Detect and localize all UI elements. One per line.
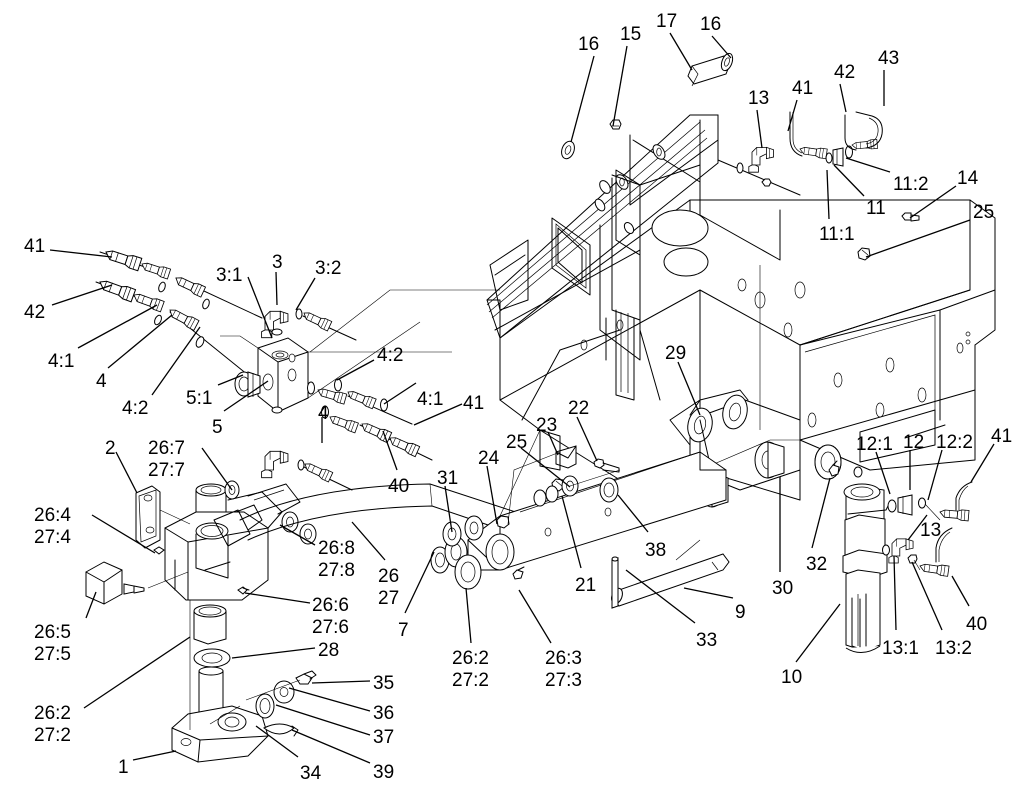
callout-label-13: 13 [748,88,770,109]
callout-label-26-3-27-3: 26:3 27:3 [545,648,582,691]
callout-label-38: 38 [645,540,667,561]
callout-label-4-2: 4:2 [377,345,404,366]
callout-label-12-1: 12:1 [856,434,893,455]
callout-label-26-4-27-4: 26:4 27:4 [34,505,71,548]
callout-label-3-1: 3:1 [216,265,243,286]
callout-label-40: 40 [966,614,988,635]
valve-block-assembly [220,289,500,491]
callout-label-28: 28 [318,640,340,661]
callout-label-36: 36 [373,703,395,724]
callout-label-42: 42 [834,62,856,83]
callout-label-16: 16 [700,14,722,35]
callout-label-13-2: 13:2 [935,638,972,659]
callout-label-12-2: 12:2 [936,432,973,453]
callout-label-30: 30 [772,578,794,599]
callout-label-10: 10 [781,667,803,688]
callout-label-26-2-27-2: 26:2 27:2 [34,703,71,746]
callout-label-11: 11 [866,198,886,219]
callout-label-41: 41 [991,426,1013,447]
callout-label-22: 22 [568,398,590,419]
callout-label-37: 37 [373,727,395,748]
callout-label-4-1: 4:1 [48,351,75,372]
callout-label-24: 24 [478,448,500,469]
callout-label-40: 40 [388,476,410,497]
callout-label-12: 12 [903,432,925,453]
right-cylinder-assembly [814,444,973,653]
top-hardware-group [561,52,734,160]
callout-label-9: 9 [735,602,746,623]
callout-label-29: 29 [665,343,687,364]
callout-label-14: 14 [957,168,979,189]
callout-label-26-5-27-5: 26:5 27:5 [34,622,71,665]
callout-label-5-1: 5:1 [186,388,213,409]
callout-label-3: 3 [272,252,283,273]
callout-label-41: 41 [463,393,485,414]
callout-label-43: 43 [878,48,900,69]
callout-label-1: 1 [118,757,129,778]
callout-label-11-2: 11:2 [893,174,929,195]
callout-label-7: 7 [398,620,409,641]
callout-label-3-2: 3:2 [315,258,342,279]
callout-label-42: 42 [24,302,46,323]
callout-label-33: 33 [696,630,718,651]
callout-label-26-8-27-8: 26:8 27:8 [318,538,355,581]
callout-label-16: 16 [578,34,600,55]
callout-label-15: 15 [620,24,642,45]
callout-label-35: 35 [373,673,395,694]
callout-label-31: 31 [437,468,459,489]
callout-label-4: 4 [318,403,329,424]
callout-label-26-27: 26 27 [378,566,400,609]
callout-label-26-6-27-6: 26:6 27:6 [312,595,349,638]
callout-label-21: 21 [575,575,597,596]
callout-label-39: 39 [373,762,395,783]
callout-label-5: 5 [212,417,223,438]
callout-label-25: 25 [973,202,995,223]
callout-label-34: 34 [300,763,322,784]
spindle-knuckle-assembly [85,480,317,763]
callout-label-26-7-27-7: 26:7 27:7 [148,438,185,481]
callout-label-4-1: 4:1 [417,389,444,410]
callout-label-41: 41 [24,236,46,257]
callout-label-32: 32 [806,554,828,575]
callout-label-13-1: 13:1 [882,638,919,659]
callout-label-23: 23 [536,415,558,436]
callout-label-4-2: 4:2 [122,398,149,419]
callout-label-26-2-27-2: 26:2 27:2 [452,648,489,691]
callout-label-13: 13 [920,520,942,541]
callout-label-11-1: 11:1 [819,224,855,245]
callout-label-2: 2 [105,438,116,459]
callout-label-41: 41 [792,78,814,99]
callout-label-4: 4 [96,371,107,392]
callout-label-17: 17 [656,11,678,32]
callout-label-25: 25 [506,432,528,453]
